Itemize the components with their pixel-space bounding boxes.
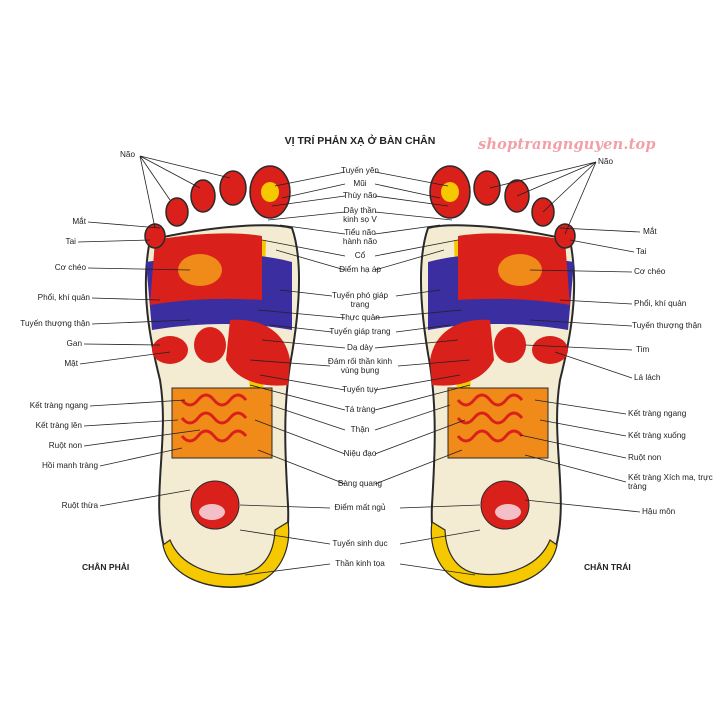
label-co: Cổ	[338, 251, 382, 260]
label-ket-trang-ngang-left-foot: Kết tràng ngang	[628, 409, 686, 418]
label-hoi-manh-trang: Hồi manh tràng	[42, 461, 98, 470]
watermark-text: shoptrangnguyen.top	[478, 136, 656, 153]
label-tuyen-thuong-than-right-foot: Tuyến thượng thận	[20, 319, 90, 328]
right-big-toe-inner	[261, 182, 279, 202]
label-mat-gall: Mật	[64, 359, 78, 368]
label-than-kidney: Thận	[335, 425, 385, 434]
label-dam-roi: Đám rối thần kinh vùng bụng	[325, 357, 395, 375]
label-phoi-left-foot: Phổi, khí quản	[634, 299, 686, 308]
label-mat-eye-right-foot: Mắt	[72, 217, 86, 226]
chart-title: VỊ TRÍ PHẢN XẠ Ở BÀN CHÂN	[250, 135, 470, 147]
label-than-kinh-toa: Thần kinh tọa	[325, 559, 395, 568]
label-tuyen-thuong-than-left-foot: Tuyến thượng thận	[632, 321, 702, 330]
leader-line	[570, 240, 634, 252]
label-thuc-quan: Thực quản	[335, 313, 385, 322]
left-heel-organ-inner	[495, 504, 521, 520]
right-foot	[145, 166, 299, 587]
label-tim: Tim	[636, 345, 649, 354]
label-mat-eye-left-foot: Mắt	[643, 227, 657, 236]
label-da-day: Dạ dày	[335, 343, 385, 352]
left-toe-5	[555, 224, 575, 248]
label-ruot-non-right-foot: Ruột non	[49, 441, 82, 450]
label-nao-right-foot: Não	[120, 150, 135, 159]
label-hau-mon: Hậu môn	[642, 507, 675, 516]
label-tai-right-foot: Tai	[66, 237, 76, 246]
label-thuy-nao: Thùy não	[338, 191, 382, 200]
label-ruot-non-left-foot: Ruột non	[628, 453, 661, 462]
label-bang-quang: Bàng quang	[332, 479, 388, 488]
right-heel-organ-inner	[199, 504, 225, 520]
left-spleen	[532, 336, 568, 364]
right-liver	[194, 327, 226, 363]
label-tuyen-sinh-duc: Tuyến sinh dục	[325, 539, 395, 548]
label-la-lach: Lá lách	[634, 373, 660, 382]
label-nieu-dao: Niệu đạo	[335, 449, 385, 458]
label-day-than-kinh: Dây thần kinh sọ V	[336, 206, 384, 224]
label-ket-trang-len: Kết tràng lên	[36, 421, 82, 430]
leader-line	[555, 352, 632, 378]
label-co-cheo-right-foot: Cơ chéo	[55, 263, 86, 272]
leader-line	[84, 344, 160, 345]
label-ket-trang-xuong: Kết tràng xuống	[628, 431, 686, 440]
label-gan: Gan	[67, 339, 82, 348]
label-phoi-right-foot: Phổi, khí quản	[38, 293, 90, 302]
label-ruot-thua: Ruột thừa	[62, 501, 98, 510]
label-tieu-nao: Tiểu não hành não	[338, 228, 382, 246]
label-tuyen-yen: Tuyến yên	[338, 166, 382, 175]
label-ta-trang: Tá tràng	[335, 405, 385, 414]
label-tuyen-tuy: Tuyến tụy	[335, 385, 385, 394]
leader-line	[88, 222, 160, 228]
label-diem-ha-ap: Điểm hạ áp	[335, 265, 385, 274]
left-toe-2	[474, 171, 500, 205]
right-toe-4	[166, 198, 188, 226]
label-tai-left-foot: Tai	[636, 247, 646, 256]
label-nao-left-foot: Não	[598, 157, 613, 166]
label-diem-mat-ngu: Điểm mất ngủ	[325, 503, 395, 512]
label-ket-trang-xich-ma: Kết tràng Xích ma, trực tràng	[628, 473, 714, 491]
left-heart	[494, 327, 526, 363]
right-gall	[152, 336, 188, 364]
label-tuyen-pho-giap: Tuyến phó giáp trạng	[325, 291, 395, 309]
caption-left-foot: CHÂN TRÁI	[584, 562, 631, 572]
left-foot	[421, 166, 575, 587]
label-ket-trang-ngang-right-foot: Kết tràng ngang	[30, 401, 88, 410]
leader-line	[78, 240, 150, 242]
label-tuyen-giap: Tuyến giáp trạng	[325, 327, 395, 336]
caption-right-foot: CHÂN PHẢI	[82, 562, 129, 572]
label-co-cheo-left-foot: Cơ chéo	[634, 267, 665, 276]
label-mui: Mũi	[338, 179, 382, 188]
